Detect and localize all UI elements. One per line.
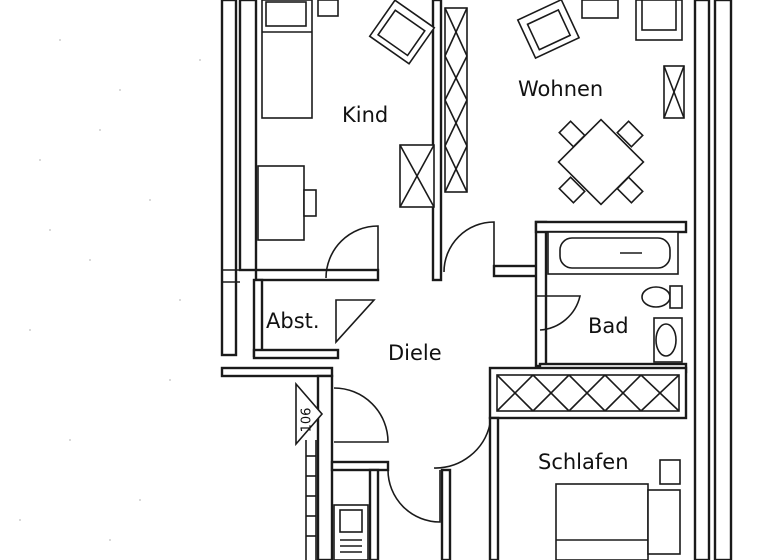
door-swings: [325, 221, 582, 523]
kind-armchair: [368, 0, 436, 65]
bathtub: [547, 231, 679, 275]
toilet: [641, 285, 683, 309]
dining-table: [557, 118, 645, 206]
room-label-wohnen: Wohnen: [518, 77, 603, 101]
kind-cabinet: [399, 144, 435, 208]
schlafen-bed: [555, 459, 681, 560]
interior-walls: [220, 0, 688, 560]
wohnen-side-table: [581, 0, 619, 19]
washbasin: [653, 317, 683, 363]
room-label-bad: Bad: [588, 314, 629, 338]
stair-marker: [295, 381, 324, 447]
stair-rail: [305, 440, 317, 560]
room-label-kind: Kind: [342, 103, 388, 127]
kind-bed: [261, 0, 313, 119]
room-label-abst: Abst.: [266, 309, 320, 333]
wohnen-cabinet-top: [635, 0, 683, 41]
outer-walls: [220, 0, 733, 560]
scan-texture: [19, 39, 201, 541]
kind-nightstand: [317, 0, 339, 17]
room-label-diele: Diele: [388, 341, 442, 365]
kitchen-sink: [333, 504, 369, 560]
room-label-schlafen: Schlafen: [538, 450, 629, 474]
stair-number: 106: [300, 408, 315, 433]
wohnen-armchair: [516, 0, 581, 60]
wohnen-shelf-right: [663, 65, 685, 119]
kind-desk: [257, 165, 317, 241]
